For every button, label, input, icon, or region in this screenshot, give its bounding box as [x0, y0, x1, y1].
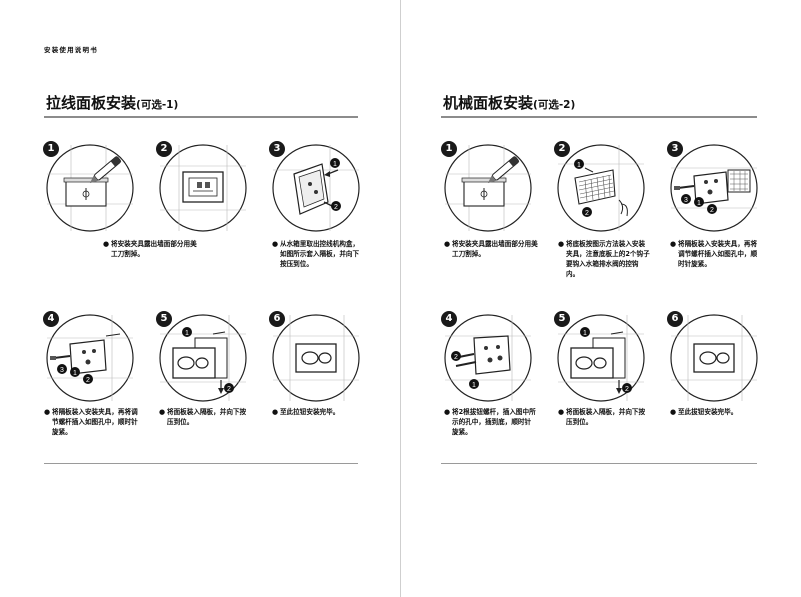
svg-text:2: 2 — [585, 210, 589, 217]
step-3-illustration: 3 1 2 3 — [670, 144, 758, 232]
step-1-caption: ●将安装夹具露出墙面部分用美工刀割掉。 — [444, 239, 539, 259]
bottom-rule — [44, 463, 358, 464]
knife-cut-icon — [46, 144, 134, 232]
step-2-illustration: 1 2 2 — [557, 144, 645, 232]
step-6-caption: ●至此拉钮安装完毕。 — [272, 407, 364, 417]
step-1-caption: ●将安装夹具露出墙面部分用美工刀割掉。 — [103, 239, 198, 259]
right-title: 机械面板安装(可选-2) — [443, 92, 575, 113]
step-number: 6 — [667, 311, 683, 327]
step-3-caption: ●从水箱里取出控线机构盒，如图所示套入隔板，并向下按压到位。 — [272, 239, 364, 269]
step-1-illustration: 1 — [444, 144, 532, 232]
panel-press-icon: 1 2 — [159, 314, 247, 402]
right-page: 机械面板安装(可选-2) 1 1 2 2 — [401, 0, 801, 597]
title-rule — [44, 116, 358, 118]
step-6-illustration: 6 — [272, 314, 360, 402]
step-number: 3 — [269, 141, 285, 157]
step-number: 4 — [43, 311, 59, 327]
svg-text:3: 3 — [60, 367, 64, 374]
step-3-caption: ●将隔板装入安装夹具，再将调节螺杆插入如图孔中，顺时针旋紧。 — [670, 239, 762, 269]
manual-header: 安装使用说明书 — [44, 44, 98, 54]
finished-button-icon — [670, 314, 758, 402]
svg-text:3: 3 — [684, 197, 688, 204]
svg-text:1: 1 — [185, 330, 189, 337]
svg-text:1: 1 — [472, 382, 476, 389]
svg-text:2: 2 — [710, 207, 714, 214]
svg-text:1: 1 — [697, 200, 701, 207]
svg-text:1: 1 — [577, 162, 581, 169]
step-number: 4 — [441, 311, 457, 327]
svg-text:1: 1 — [73, 370, 77, 377]
step-number: 5 — [156, 311, 172, 327]
step-3-illustration: 1 2 3 — [272, 144, 360, 232]
step-6-caption: ●至此拔钮安装完毕。 — [670, 407, 762, 417]
step-number: 6 — [269, 311, 285, 327]
control-box-icon: 1 2 — [272, 144, 360, 232]
step-2-illustration: 2 — [159, 144, 247, 232]
bottom-rule — [441, 463, 757, 464]
step-5-caption: ●将面板装入隔板，并向下按压到位。 — [558, 407, 650, 427]
step-number: 1 — [441, 141, 457, 157]
finished-button-icon — [272, 314, 360, 402]
step-5-illustration: 1 2 5 — [557, 314, 645, 402]
step-4-illustration: 2 1 4 — [444, 314, 532, 402]
knife-cut-icon — [444, 144, 532, 232]
step-4-illustration: 3 1 2 4 — [46, 314, 134, 402]
step-number: 2 — [554, 141, 570, 157]
svg-text:1: 1 — [333, 161, 337, 168]
step-1-illustration: 1 — [46, 144, 134, 232]
svg-text:2: 2 — [86, 377, 90, 384]
step-4-caption: ●将2根拔钮螺杆，插入图中所示的孔中，插到底，顺时针旋紧。 — [444, 407, 536, 437]
step-4-caption: ●将隔板装入安装夹具，再将调节螺杆插入如图孔中，顺时针旋紧。 — [44, 407, 139, 437]
partition-screw-icon: 3 1 2 — [670, 144, 758, 232]
right-subtitle: (可选-2) — [533, 99, 575, 111]
step-number: 5 — [554, 311, 570, 327]
button-screw-icon: 2 1 — [444, 314, 532, 402]
title-rule — [441, 116, 757, 118]
panel-press-icon: 1 2 — [557, 314, 645, 402]
base-plate-icon: 1 2 — [557, 144, 645, 232]
step-5-caption: ●将面板装入隔板，并向下按压到位。 — [159, 407, 251, 427]
step-2-caption: ●将底板按图示方法装入安装夹具，注意底板上的2个钩子要钩入水箱排水阀的控钩内。 — [558, 239, 650, 279]
step-6-illustration: 6 — [670, 314, 758, 402]
left-title: 拉线面板安装(可选-1) — [46, 92, 178, 113]
clamp-frame-icon — [159, 144, 247, 232]
step-5-illustration: 1 2 5 — [159, 314, 247, 402]
left-page: 安装使用说明书 拉线面板安装(可选-1) 1 2 — [0, 0, 400, 597]
svg-text:2: 2 — [227, 386, 231, 393]
step-number: 3 — [667, 141, 683, 157]
svg-text:2: 2 — [625, 386, 629, 393]
step-number: 1 — [43, 141, 59, 157]
step-number: 2 — [156, 141, 172, 157]
left-subtitle: (可选-1) — [136, 99, 178, 111]
svg-text:2: 2 — [334, 204, 338, 211]
svg-text:1: 1 — [583, 330, 587, 337]
svg-text:2: 2 — [454, 354, 458, 361]
partition-screw-icon: 3 1 2 — [46, 314, 134, 402]
